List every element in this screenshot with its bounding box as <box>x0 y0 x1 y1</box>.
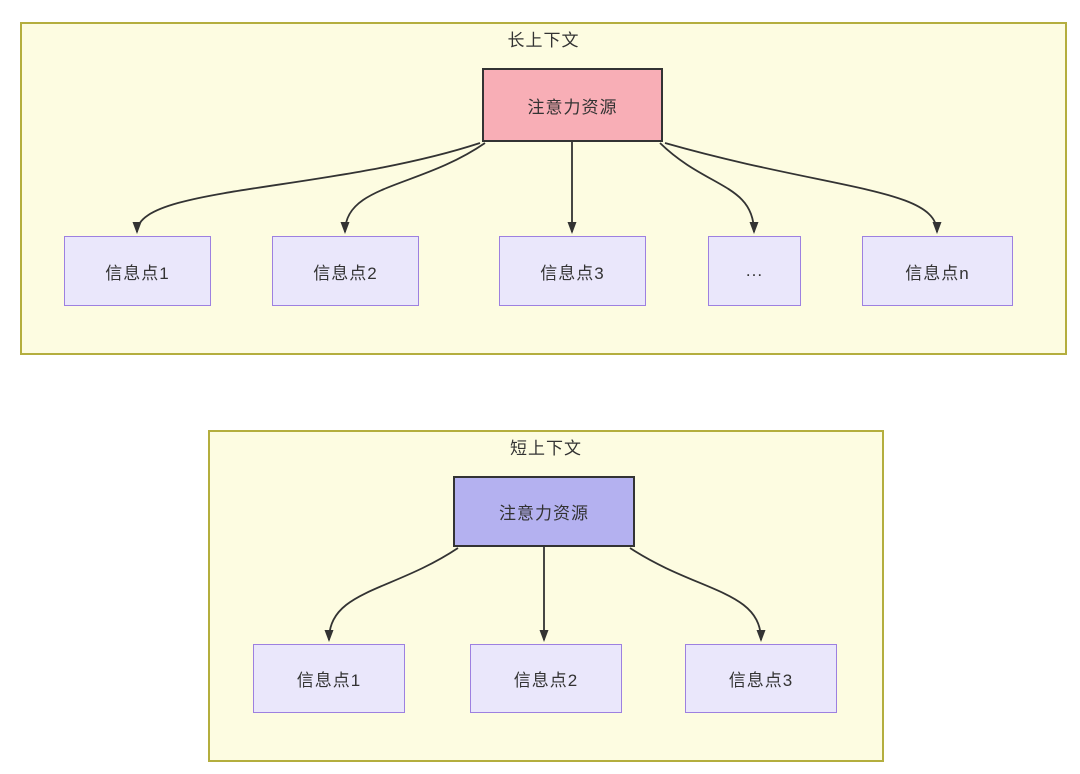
long-info-point-n-node: 信息点n <box>862 236 1013 306</box>
long-info-point-1-node: 信息点1 <box>64 236 211 306</box>
long-info-point-2-node: 信息点2 <box>272 236 419 306</box>
short-context-title: 短上下文 <box>510 439 582 458</box>
long-info-point-ellipsis-node: ... <box>708 236 801 306</box>
short-info-point-1-node: 信息点1 <box>253 644 405 713</box>
short-info-point-2-node: 信息点2 <box>470 644 622 713</box>
long-context-title: 长上下文 <box>507 31 580 50</box>
short-info-point-3-node: 信息点3 <box>685 644 837 713</box>
short-attention-resource-node: 注意力资源 <box>453 476 635 547</box>
long-info-point-3-node: 信息点3 <box>499 236 646 306</box>
long-attention-resource-node: 注意力资源 <box>482 68 663 142</box>
